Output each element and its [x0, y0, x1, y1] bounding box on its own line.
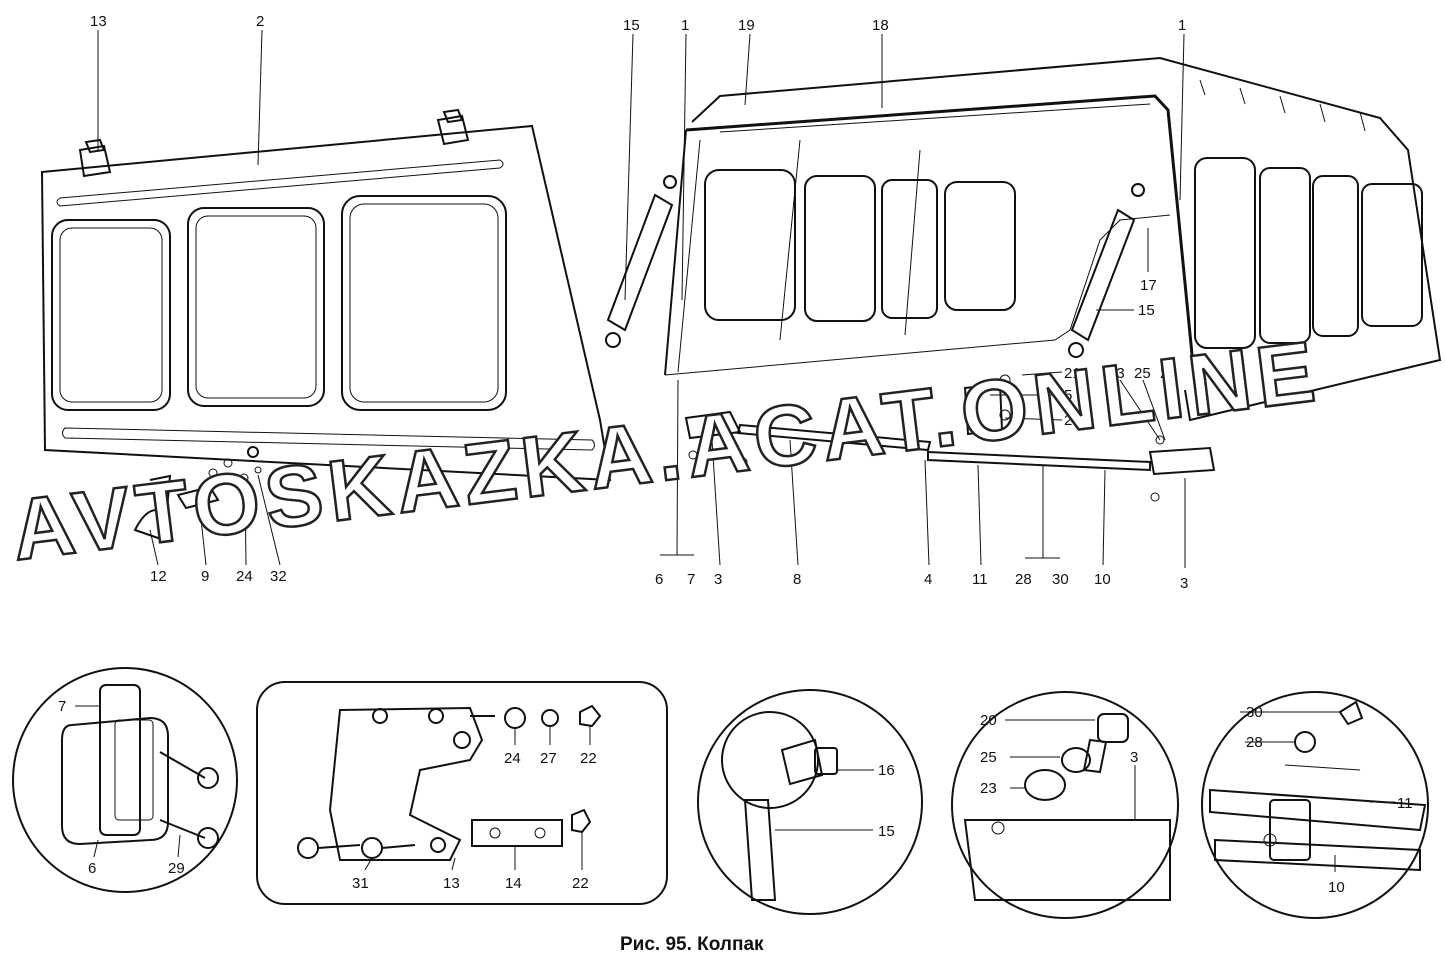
- callout-28: 28: [1015, 571, 1032, 588]
- callout-1-right: 1: [1178, 17, 1186, 34]
- gas-strut-right: [1068, 183, 1145, 358]
- detail4-callout-3: 3: [1130, 749, 1138, 766]
- detail2-callout-24: 24: [504, 750, 521, 767]
- callout-17: 17: [1140, 277, 1157, 294]
- callout-32: 32: [270, 568, 287, 585]
- callout-21: 21: [1064, 365, 1081, 382]
- detail5-callout-10: 10: [1328, 879, 1345, 896]
- leader-lines: [97, 29, 1186, 568]
- detail2-callout-27: 27: [540, 750, 557, 767]
- callout-10: 10: [1094, 571, 1111, 588]
- callout-1-left: 1: [681, 17, 689, 34]
- callout-4: 4: [924, 571, 932, 588]
- callout-9: 9: [201, 568, 209, 585]
- callout-15-left: 15: [623, 17, 640, 34]
- callout-20: 20: [1160, 365, 1177, 382]
- detail1-callout-29: 29: [168, 860, 185, 877]
- callout-19: 19: [738, 17, 755, 34]
- callout-3-right: 3: [1180, 575, 1188, 592]
- gas-strut-left: [605, 175, 677, 348]
- detail2-callout-31: 31: [352, 875, 369, 892]
- detail3-callout-15: 15: [878, 823, 895, 840]
- callout-12: 12: [150, 568, 167, 585]
- hood-assembly: [664, 56, 1442, 422]
- callout-11: 11: [972, 571, 988, 588]
- detail1-callout-6: 6: [88, 860, 96, 877]
- detail2-callout-22b: 22: [572, 875, 589, 892]
- callout-26: 26: [1064, 412, 1081, 429]
- detail-1: [12, 667, 238, 893]
- detail5-callout-28: 28: [1246, 734, 1263, 751]
- lock-rails: [684, 374, 1216, 502]
- callout-3-left: 3: [714, 571, 722, 588]
- rear-panel: [40, 108, 612, 540]
- detail2-callout-14: 14: [505, 875, 522, 892]
- callout-18: 18: [872, 17, 889, 34]
- callout-24: 24: [236, 568, 253, 585]
- figure-caption: Рис. 95. Колпак: [620, 934, 764, 955]
- callouts: 13 2 15 1 19 18 1 17 15 21 5 26 23 25 20…: [58, 13, 1413, 896]
- detail-5: [1201, 691, 1429, 919]
- callout-25: 25: [1134, 365, 1151, 382]
- callout-7: 7: [687, 571, 695, 588]
- detail4-callout-23: 23: [980, 780, 997, 797]
- callout-30: 30: [1052, 571, 1069, 588]
- detail2-callout-13: 13: [443, 875, 460, 892]
- callout-6: 6: [655, 571, 663, 588]
- callout-13-top: 13: [90, 13, 107, 30]
- callout-23: 23: [1108, 365, 1125, 382]
- detail5-callout-30: 30: [1246, 704, 1263, 721]
- callout-5: 5: [1064, 387, 1072, 404]
- detail4-callout-20: 20: [980, 712, 997, 729]
- detail1-callout-7: 7: [58, 698, 66, 715]
- detail3-callout-16: 16: [878, 762, 895, 779]
- detail4-callout-25: 25: [980, 749, 997, 766]
- callout-8: 8: [793, 571, 801, 588]
- detail-3: [697, 689, 923, 915]
- detail-4: [951, 691, 1179, 919]
- detail5-callout-11: 11: [1397, 795, 1413, 812]
- detail-2: [256, 681, 668, 905]
- callout-15-right: 15: [1138, 302, 1155, 319]
- detail2-callout-22a: 22: [580, 750, 597, 767]
- callout-2: 2: [256, 13, 264, 30]
